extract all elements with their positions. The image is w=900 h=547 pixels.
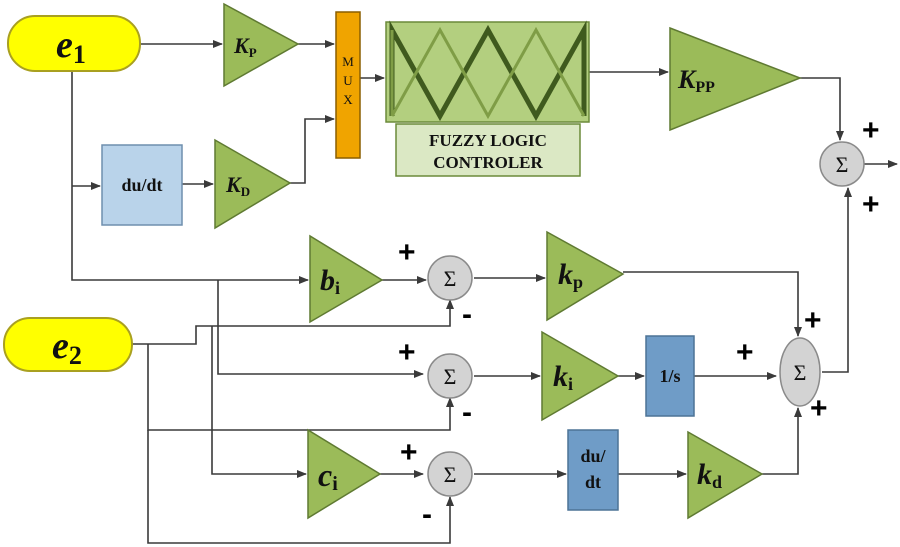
- plus-sign: +: [862, 114, 880, 147]
- wire-e2-to-sum2-minus: [147, 344, 454, 431]
- plus-sign: +: [400, 436, 418, 469]
- svg-text:bi: bi: [320, 264, 340, 298]
- sum-integral: Σ: [427, 353, 473, 399]
- plus-sign: +: [804, 304, 822, 337]
- svg-text:ki: ki: [553, 360, 573, 394]
- svg-text:kd: kd: [697, 458, 722, 492]
- svg-text:dt: dt: [585, 472, 601, 492]
- minus-sign: -: [462, 396, 472, 429]
- svg-text:kp: kp: [558, 258, 583, 292]
- wire-e2-to-ci: [211, 326, 307, 478]
- fuzzy-logic-controller: FUZZY LOGIC CONTROLER: [385, 20, 590, 177]
- svg-text:ci: ci: [318, 457, 338, 495]
- plus-sign: +: [862, 188, 880, 221]
- svg-text:FUZZY LOGIC: FUZZY LOGIC: [429, 131, 547, 150]
- e1-label: e1: [56, 24, 86, 69]
- sum-proportional: Σ: [427, 255, 473, 301]
- gain-kp: kp: [546, 230, 625, 322]
- gain-KPP: KPP: [669, 26, 803, 132]
- wire-kd-to-mux: [290, 115, 335, 184]
- svg-text:1/s: 1/s: [659, 366, 680, 386]
- wire-e2-to-sum1-minus: [132, 299, 454, 345]
- svg-text:Σ: Σ: [444, 462, 457, 487]
- sum-output: Σ: [819, 141, 865, 187]
- wire-e1-to-bi: [71, 72, 309, 284]
- wire-pid-to-sum-top: [822, 187, 852, 373]
- plus-sign: +: [398, 336, 416, 369]
- sum-pid: Σ: [779, 337, 821, 407]
- sum-derivative: Σ: [427, 451, 473, 497]
- sign-labels: + + + - + - + - + + +: [398, 114, 880, 531]
- block-du-dt-top: du/dt: [101, 144, 183, 226]
- svg-text:X: X: [343, 92, 353, 107]
- svg-text:CONTROLER: CONTROLER: [433, 153, 543, 172]
- gain-KD: KD: [214, 138, 292, 230]
- wire-e1-to-sum2: [217, 280, 424, 378]
- svg-text:du/: du/: [580, 446, 606, 466]
- wire-e2-to-sum3-minus: [147, 430, 454, 544]
- plus-sign: +: [398, 236, 416, 269]
- input-e2: e2: [3, 317, 133, 372]
- wire-kp-to-sum-pid: [623, 271, 802, 337]
- e2-label: e2: [52, 325, 82, 370]
- svg-text:U: U: [343, 73, 353, 88]
- block-integrator: 1/s: [645, 335, 695, 417]
- gain-bi: bi: [309, 234, 384, 324]
- wire-kpp-to-sum-top: [800, 77, 844, 141]
- minus-sign: -: [422, 498, 432, 531]
- svg-text:Σ: Σ: [444, 364, 457, 389]
- svg-text:Σ: Σ: [836, 152, 849, 177]
- svg-text:M: M: [342, 54, 354, 69]
- svg-text:KP: KP: [233, 33, 257, 60]
- svg-text:KPP: KPP: [677, 65, 715, 96]
- svg-text:KD: KD: [225, 172, 250, 199]
- svg-text:du/dt: du/dt: [121, 175, 162, 195]
- gain-ci: ci: [307, 428, 382, 520]
- gain-KP: KP: [223, 2, 300, 88]
- wire-kd-to-sum-pid: [762, 407, 802, 475]
- block-du-dt-bottom: du/ dt: [567, 429, 619, 511]
- input-e1: e1: [7, 15, 141, 72]
- mux-block: M U X: [335, 11, 361, 159]
- gain-ki: ki: [541, 330, 620, 422]
- plus-sign: +: [736, 336, 754, 369]
- minus-sign: -: [462, 298, 472, 331]
- svg-text:Σ: Σ: [444, 266, 457, 291]
- plus-sign: +: [810, 392, 828, 425]
- svg-text:Σ: Σ: [794, 360, 807, 385]
- gain-kd: kd: [687, 430, 764, 520]
- membership-functions-icon: [389, 20, 587, 122]
- signal-wires: [71, 40, 898, 544]
